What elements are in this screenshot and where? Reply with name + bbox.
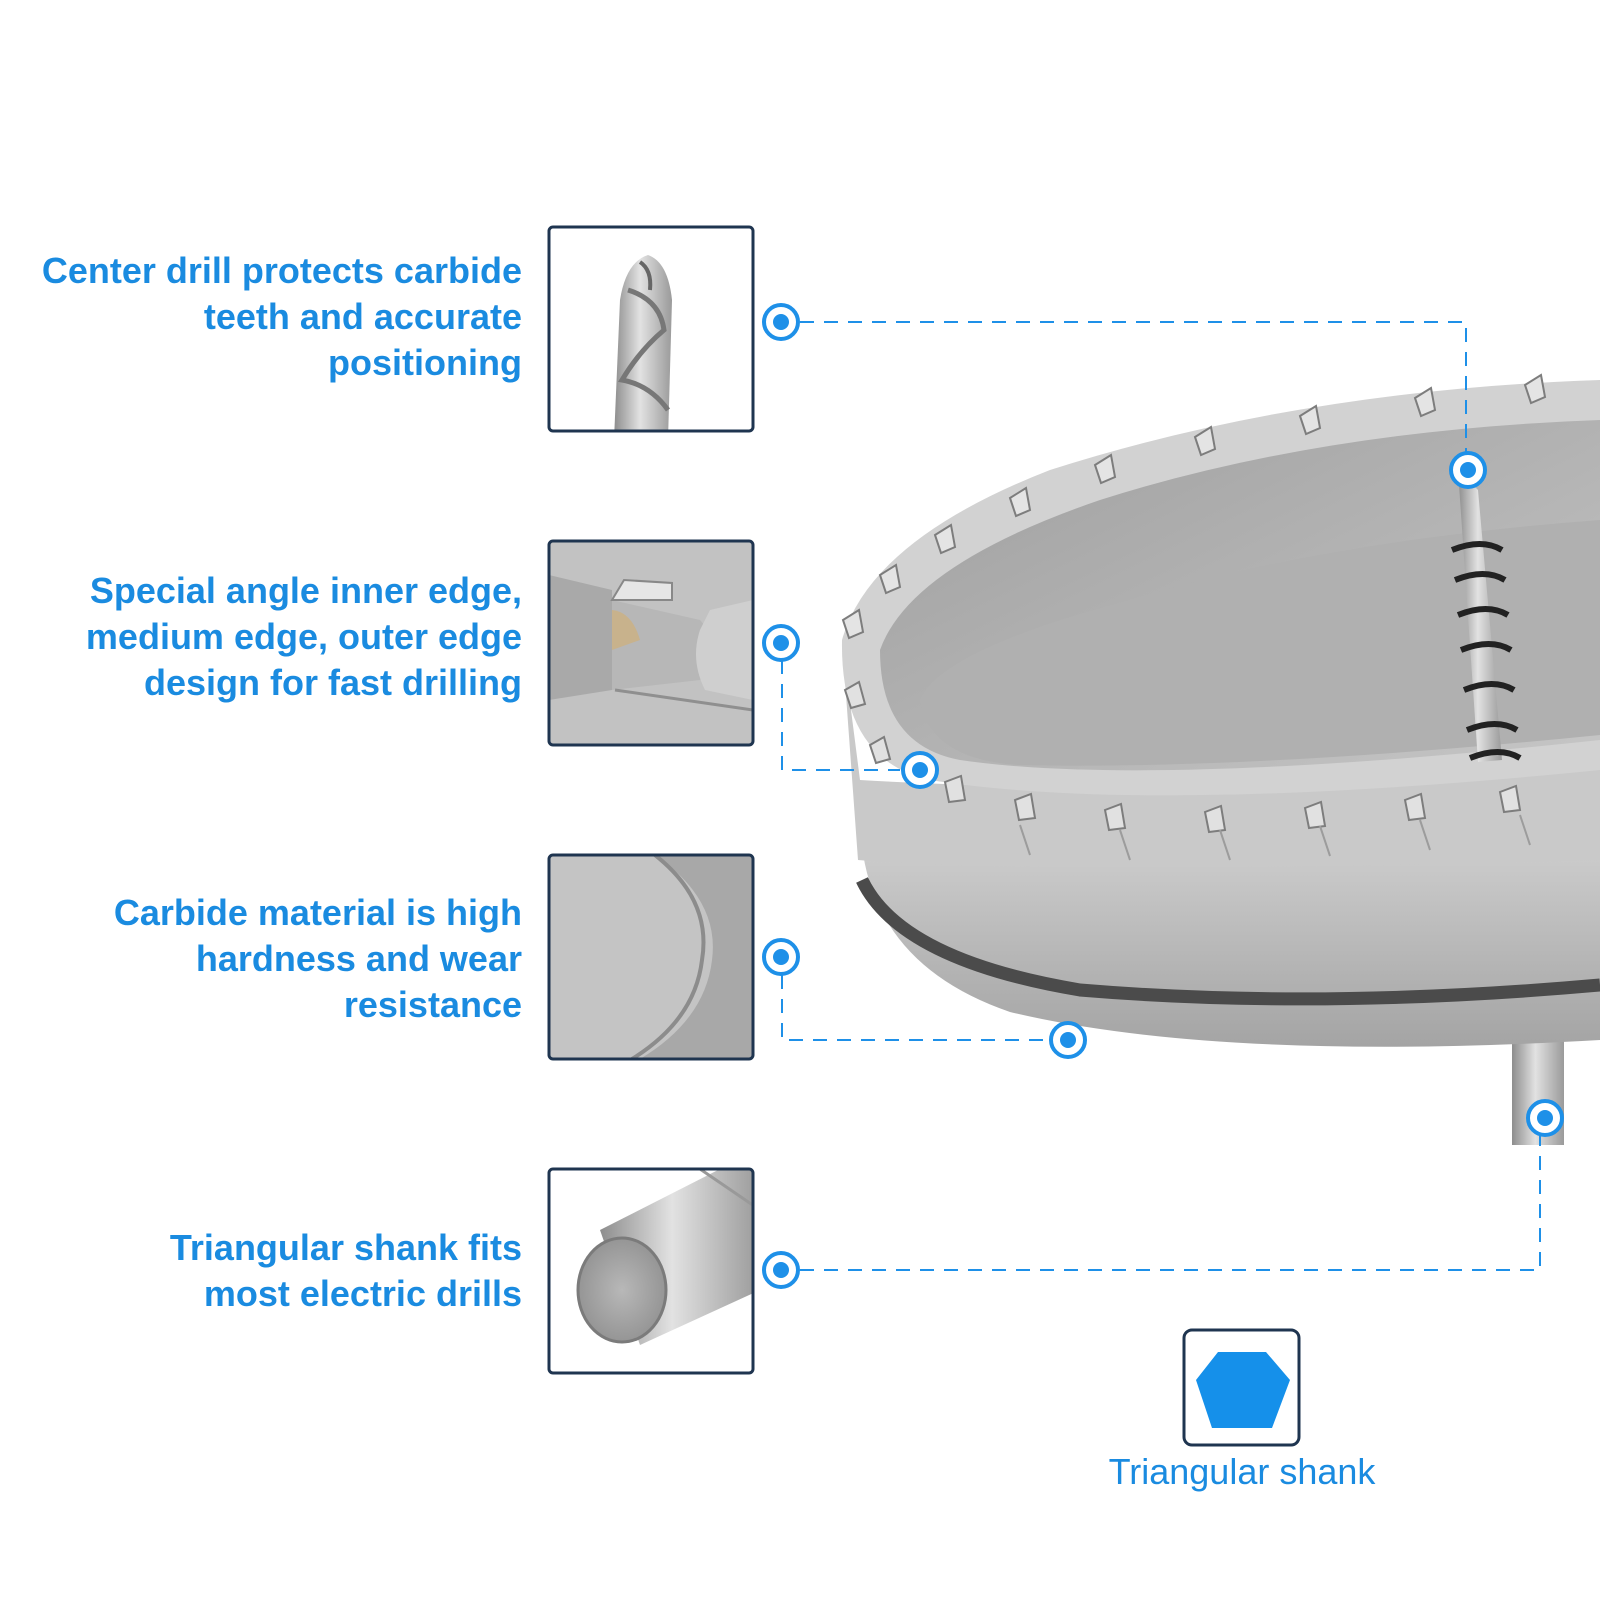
- callout-dot-shank-left: [762, 1251, 800, 1289]
- feature-text-center-drill: Center drill protects carbide teeth and …: [41, 250, 522, 383]
- feature-text-carbide-material: Carbide material is high hardness and we…: [113, 892, 522, 1025]
- callout-dot-shank-right: [1526, 1099, 1564, 1137]
- callout-dot-center-drill-right: [1449, 451, 1487, 489]
- callout-dot-center-drill-left: [762, 303, 800, 341]
- detail-image-edge-design: [547, 539, 755, 747]
- callout-dot-carbide-right: [1049, 1021, 1087, 1059]
- feature-text-edge-design: Special angle inner edge, medium edge, o…: [85, 570, 522, 703]
- saw-teeth-top: [841, 373, 1547, 640]
- saw-seal-ring: [856, 877, 1600, 1006]
- detail-image-center-drill: [547, 225, 755, 433]
- callout-dot-edge-design-right: [901, 751, 939, 789]
- callout-line-center-drill: [800, 321, 1467, 460]
- callout-line-edge-design: [781, 660, 900, 771]
- triangular-shank-caption: Triangular shank: [1108, 1451, 1376, 1492]
- feature-text-triangular-shank: Triangular shank fits most electric dril…: [169, 1227, 522, 1314]
- triangular-shank-icon: [1182, 1328, 1301, 1447]
- saw-teeth-front: [843, 680, 1522, 834]
- callout-line-triangular-shank: [800, 1135, 1541, 1271]
- callout-dot-edge-design-left: [762, 624, 800, 662]
- saw-inner-plate: [920, 520, 1600, 766]
- callout-dot-carbide-left: [762, 938, 800, 976]
- hole-saw-illustration: [841, 373, 1600, 1145]
- saw-front-grooves: [1019, 814, 1531, 861]
- detail-image-carbide-material: [547, 853, 755, 1061]
- callout-line-carbide-material: [781, 975, 1048, 1041]
- detail-image-triangular-shank: [547, 1167, 755, 1375]
- callout-lines: [781, 321, 1541, 1271]
- center-pilot-drill: [1450, 470, 1522, 762]
- callout-dots: [762, 303, 1564, 1289]
